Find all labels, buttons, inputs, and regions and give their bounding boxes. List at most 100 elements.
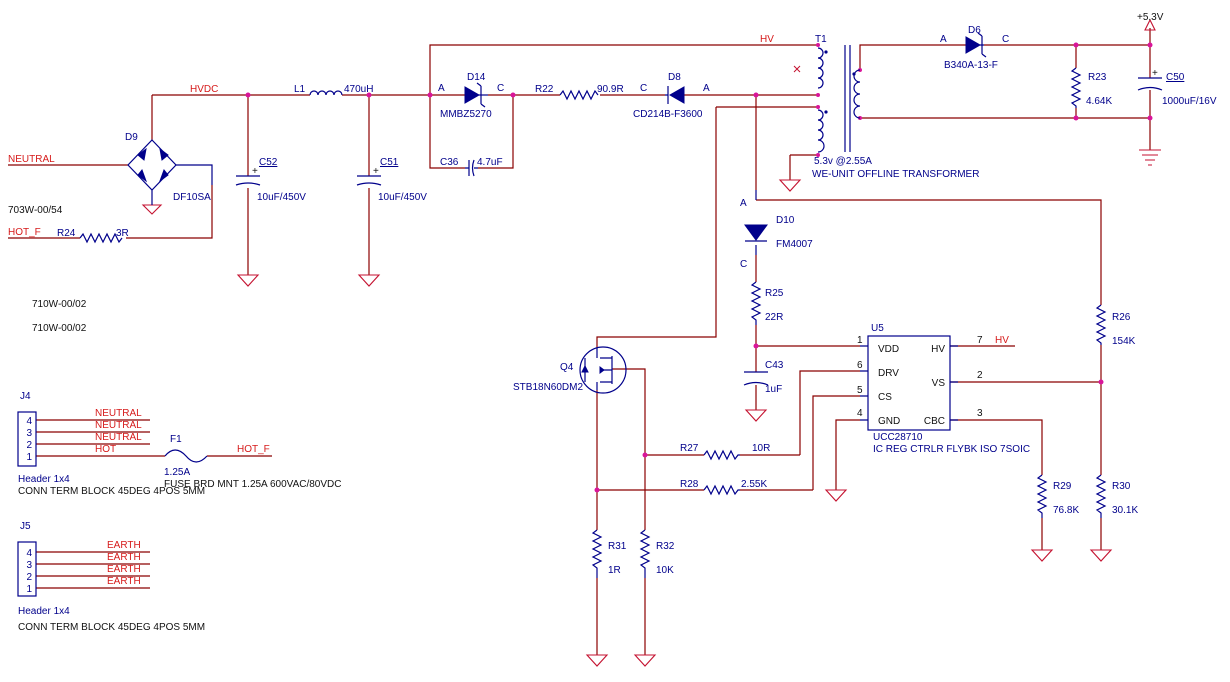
diode-d6 (965, 32, 987, 58)
resistor-r23 (1070, 67, 1082, 108)
u5-pinnum-cs: 5 (857, 385, 863, 396)
ref-r26: R26 (1112, 312, 1131, 323)
value-c51: 10uF/450V (378, 192, 427, 203)
u5-pin-drv: DRV (878, 368, 899, 379)
ref-r22: R22 (535, 84, 554, 95)
ref-r28: R28 (680, 479, 699, 490)
value-q4: STB18N60DM2 (513, 382, 583, 393)
net-label-j4-2: NEUTRAL (95, 432, 142, 443)
junction (1098, 379, 1104, 385)
net-label-j5-1: EARTH (107, 576, 141, 587)
value-c52: 10uF/450V (257, 192, 306, 203)
value-r32: 10K (656, 565, 674, 576)
ref-c51: C51 (380, 157, 399, 168)
ground-icon (141, 204, 163, 215)
labels: HVDC HV NEUTRAL HOT_F HOT_F HV +5.3V NEU… (8, 12, 1217, 633)
pin-d6-c: C (1002, 34, 1009, 45)
j5-pin-4: 4 (26, 548, 32, 559)
ref-u5: U5 (871, 323, 884, 334)
junction (594, 487, 600, 493)
ground-icon (585, 654, 609, 667)
ref-d10: D10 (776, 215, 795, 226)
ref-r31: R31 (608, 541, 627, 552)
net-label-hvdc: HVDC (190, 84, 218, 95)
desc-j4: CONN TERM BLOCK 45DEG 4POS 5MM (18, 486, 205, 497)
ref-c36: C36 (440, 157, 459, 168)
ref-r27: R27 (680, 443, 699, 454)
junction (1147, 115, 1153, 121)
net-label-neutral: NEUTRAL (8, 154, 55, 165)
note-710w-b: 710W-00/02 (32, 323, 87, 334)
value-j4: Header 1x4 (18, 474, 70, 485)
net-label-j4-3: NEUTRAL (95, 420, 142, 431)
connector-j4-body (17, 411, 37, 467)
capacitor-c36 (465, 159, 478, 177)
ref-q4: Q4 (560, 362, 574, 373)
value-r24: 3R (116, 228, 129, 239)
u5-pin-gnd: GND (878, 416, 900, 427)
ref-r23: R23 (1088, 72, 1107, 83)
value-r28: 2.55K (741, 479, 767, 490)
desc-j5: CONN TERM BLOCK 45DEG 4POS 5MM (18, 622, 205, 633)
u5-pinnum-cbc: 3 (977, 408, 983, 419)
j4-pin-1: 1 (26, 452, 32, 463)
value-d8: CD214B-F3600 (633, 109, 703, 120)
note-t1: 5.3v @2.55A (814, 156, 872, 167)
ground-icon (1089, 549, 1113, 562)
ref-d8: D8 (668, 72, 681, 83)
resistor-r28 (703, 484, 740, 496)
net-label-j5-3: EARTH (107, 552, 141, 563)
u5-pinnum-drv: 6 (857, 360, 863, 371)
fuse-f1 (164, 449, 208, 463)
pin-d14-c: C (497, 83, 504, 94)
power-arrow-icon (1144, 18, 1156, 31)
junction (245, 92, 251, 98)
c52-plus: + (252, 166, 258, 177)
value-r25: 22R (765, 312, 783, 323)
note-703w: 703W-00/54 (8, 205, 63, 216)
junction (816, 43, 820, 47)
ref-d6: D6 (968, 25, 981, 36)
mosfet-q4 (579, 346, 627, 394)
value-l1: 470uH (344, 84, 373, 95)
ground-icon (357, 274, 381, 287)
ref-r29: R29 (1053, 481, 1072, 492)
ref-t1: T1 (815, 34, 827, 45)
net-label-j5-4: EARTH (107, 540, 141, 551)
resistor-r27 (703, 449, 740, 461)
junction (366, 92, 372, 98)
ground-icon (1030, 549, 1054, 562)
net-label-hot-f: HOT_F (8, 227, 41, 238)
value-c50: 1000uF/16V (1162, 96, 1217, 107)
resistor-r32 (639, 529, 651, 578)
value-j5: Header 1x4 (18, 606, 70, 617)
pin-d8-c: C (640, 83, 647, 94)
net-label-j5-2: EARTH (107, 564, 141, 575)
ground-icon (744, 409, 768, 422)
junction (642, 452, 648, 458)
ic-u5-body (867, 335, 951, 431)
ref-d9: D9 (125, 132, 138, 143)
components (17, 32, 1163, 597)
value-d14: MMBZ5270 (440, 109, 492, 120)
value-r26: 154K (1112, 336, 1136, 347)
transformer-t1 (793, 45, 861, 153)
junction (510, 92, 516, 98)
ground-icon (824, 489, 848, 502)
j4-pin-4: 4 (26, 416, 32, 427)
value-f1: 1.25A (164, 467, 190, 478)
value-d10: FM4007 (776, 239, 813, 250)
net-label-5v3: +5.3V (1137, 12, 1164, 23)
diode-d8 (665, 86, 685, 104)
ref-l1: L1 (294, 84, 306, 95)
connector-j5-body (17, 541, 37, 597)
value-c36: 4.7uF (477, 157, 503, 168)
value-t1: WE-UNIT OFFLINE TRANSFORMER (812, 169, 979, 180)
junction (816, 93, 820, 97)
value-r22: 90.9R (597, 84, 624, 95)
note-710w-a: 710W-00/02 (32, 299, 87, 310)
resistor-r24 (79, 232, 123, 244)
value-u5: UCC28710 (873, 432, 923, 443)
u5-pin-vdd: VDD (878, 344, 899, 355)
